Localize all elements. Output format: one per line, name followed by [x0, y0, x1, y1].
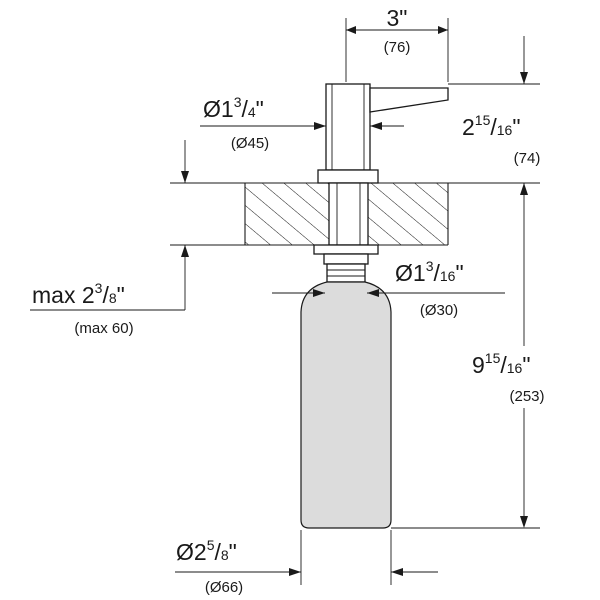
- dim-counter-thickness-prefix: max 2: [32, 282, 95, 308]
- dim-width-top-mm: (76): [384, 39, 411, 56]
- dim-width-top-value: 3": [387, 5, 408, 31]
- dim-counter-thickness-mm: (max 60): [74, 320, 133, 337]
- dim-counter-thickness: max 23/8" (max 60): [30, 140, 189, 337]
- svg-text:Ø25/8": Ø25/8": [176, 537, 237, 565]
- svg-text:Ø13/16": Ø13/16": [395, 258, 464, 286]
- dim-shank-diameter-prefix: Ø1: [395, 260, 426, 286]
- countertop: [170, 182, 540, 246]
- svg-text:Ø13/4": Ø13/4": [203, 94, 264, 122]
- dim-total-length: 915/16" (253): [391, 183, 578, 529]
- pump-head-body: [325, 83, 371, 171]
- countertop-hatch-left: [245, 183, 329, 245]
- pump-spout: [369, 87, 449, 113]
- mounting-nut: [313, 244, 379, 255]
- soap-bottle: [300, 281, 392, 529]
- svg-text:215/16": 215/16": [462, 112, 521, 140]
- dim-width-top: 3" (76): [345, 5, 449, 82]
- dim-head-height: 215/16" (74): [448, 36, 540, 523]
- pump-shank: [313, 182, 379, 283]
- dim-bottle-diameter-mm: (Ø66): [205, 579, 243, 596]
- svg-text:max 23/8": max 23/8": [32, 280, 125, 308]
- countertop-hatch-right: [368, 183, 448, 245]
- dim-bottle-diameter: Ø25/8" (Ø66): [175, 530, 438, 596]
- pump-flange: [317, 169, 379, 184]
- bottle-neck: [326, 263, 366, 283]
- dim-bottle-diameter-prefix: Ø2: [176, 539, 207, 565]
- dim-shank-diameter: Ø13/16" (Ø30): [272, 258, 505, 319]
- dim-head-height-prefix: 2: [462, 114, 475, 140]
- dim-head-diameter: Ø13/4" (Ø45): [200, 94, 404, 152]
- dim-head-height-mm: (74): [514, 150, 541, 167]
- nut-washer: [323, 253, 369, 265]
- dim-total-length-mm: (253): [509, 388, 544, 405]
- svg-text:915/16": 915/16": [472, 350, 531, 378]
- dim-shank-diameter-mm: (Ø30): [420, 302, 458, 319]
- dim-head-diameter-prefix: Ø1: [203, 96, 234, 122]
- dim-head-diameter-mm: (Ø45): [231, 135, 269, 152]
- shank-tube: [328, 182, 369, 246]
- pump-head: [317, 83, 449, 184]
- dim-total-length-prefix: 9: [472, 352, 485, 378]
